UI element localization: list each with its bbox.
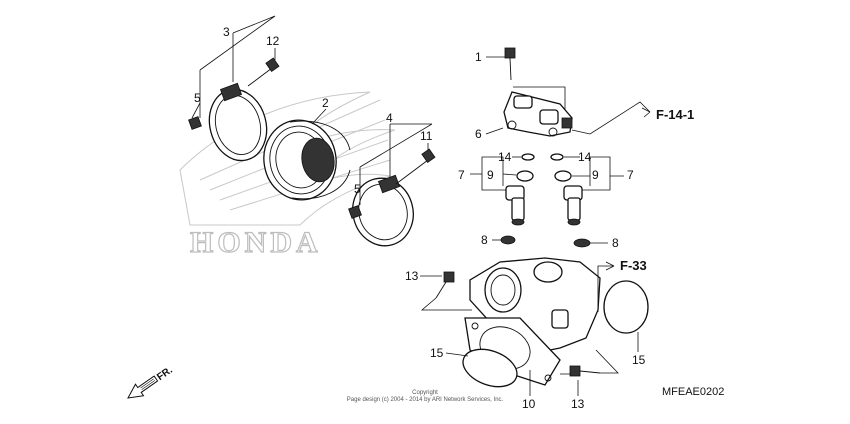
diagram-code: MFEAE0202 xyxy=(662,386,724,398)
callout-2: 2 xyxy=(322,96,329,110)
throttle-body-insulator xyxy=(263,119,351,201)
honda-watermark-text: HONDA xyxy=(190,226,322,259)
throttle-body-bolt-13-top xyxy=(435,271,455,299)
clamp-screw-11 xyxy=(395,148,436,185)
throttle-body-bolt-13-bottom xyxy=(569,365,601,377)
ref-f-14-1: F-14-1 xyxy=(656,107,694,122)
front-direction-marker: FR. xyxy=(127,365,175,399)
injector-seal-8-right xyxy=(573,238,591,248)
copyright-line-1: Copyright xyxy=(412,390,438,396)
callout-15-right: 15 xyxy=(632,353,646,367)
fuel-rail xyxy=(503,91,573,137)
callout-14-left: 14 xyxy=(498,150,512,164)
clamp-screw-12 xyxy=(247,57,280,87)
callout-14-right: 14 xyxy=(578,150,592,164)
o-ring-14-left xyxy=(521,153,535,161)
callout-15-left: 15 xyxy=(430,346,444,360)
callout-7-left: 7 xyxy=(458,168,465,182)
seal-ring-9-right xyxy=(554,170,572,182)
callout-12: 12 xyxy=(266,34,280,48)
callout-1: 1 xyxy=(475,50,482,64)
front-label: FR. xyxy=(155,365,175,383)
callout-11: 11 xyxy=(420,129,433,143)
copyright-line-2: Page design (c) 2004 - 2014 by ARI Netwo… xyxy=(347,397,504,403)
callout-labels: 3 12 5 2 4 11 5 1 6 14 14 7 9 9 7 8 8 13… xyxy=(194,25,646,411)
callout-13-bottom: 13 xyxy=(571,397,585,411)
callout-8-right: 8 xyxy=(612,236,619,250)
fuel-injector-right xyxy=(563,185,583,226)
clamp-nut-right xyxy=(348,205,362,219)
o-ring-15-left xyxy=(462,348,518,388)
callout-3: 3 xyxy=(223,25,230,39)
fuel-injector-left xyxy=(505,185,525,226)
leader-lines xyxy=(191,15,651,396)
clamp-nut-left xyxy=(188,116,202,130)
callout-9-right: 9 xyxy=(592,168,599,182)
callout-9-left: 9 xyxy=(487,168,494,182)
hose-clamp-left xyxy=(208,82,268,162)
hose-clamp-right xyxy=(352,174,414,247)
o-ring-14-right xyxy=(550,153,564,161)
ref-f-33: F-33 xyxy=(620,258,647,273)
fuel-rail-bolt xyxy=(504,47,516,81)
callout-6: 6 xyxy=(475,127,482,141)
callout-7-right: 7 xyxy=(627,168,634,182)
seal-ring-9-left xyxy=(516,170,534,182)
throttle-body xyxy=(464,257,601,386)
callout-4: 4 xyxy=(386,111,393,125)
callout-8-left: 8 xyxy=(481,233,488,247)
callout-5-right: 5 xyxy=(354,182,361,196)
callout-10: 10 xyxy=(522,397,536,411)
o-ring-15-right xyxy=(603,280,649,334)
callout-5-left: 5 xyxy=(194,91,201,105)
injector-seal-8-left xyxy=(500,235,516,245)
callout-13-top: 13 xyxy=(405,269,419,283)
